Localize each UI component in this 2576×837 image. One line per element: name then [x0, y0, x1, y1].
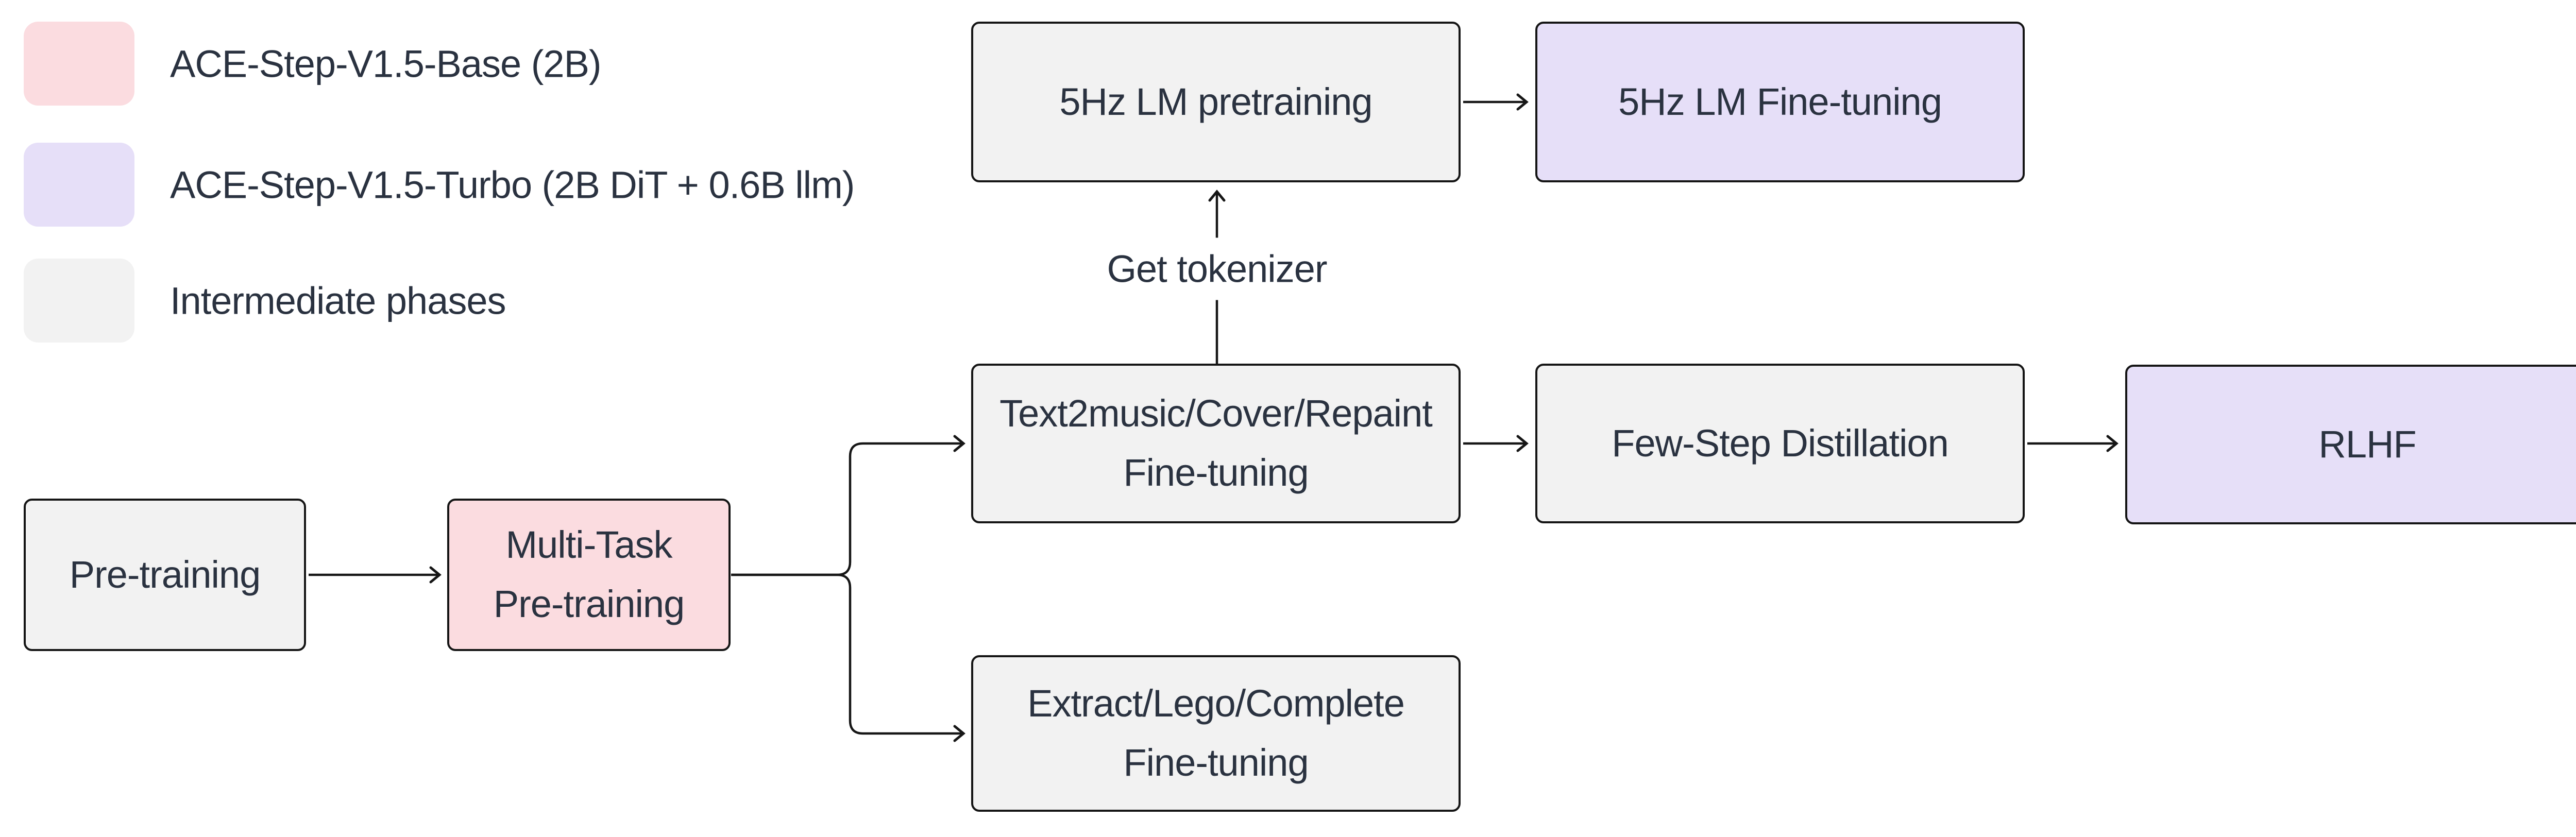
- legend-label-base: ACE-Step-V1.5-Base (2B): [170, 42, 602, 86]
- legend-swatch-intermediate: [24, 259, 134, 343]
- node-extract-lego-complete-fine-tuning: Extract/Lego/Complete Fine-tuning: [971, 655, 1461, 812]
- edge-multi-task-to-extract-lego-complete: [731, 573, 965, 742]
- legend-label-intermediate: Intermediate phases: [170, 279, 506, 322]
- node-5hz-lm-pretraining-label: 5Hz LM pretraining: [1059, 80, 1372, 123]
- legend-swatch-base: [24, 22, 134, 106]
- node-5hz-lm-pretraining: 5Hz LM pretraining: [971, 22, 1461, 182]
- node-few-step-distillation-label: Few-Step Distillation: [1612, 421, 1948, 465]
- legend-label-turbo: ACE-Step-V1.5-Turbo (2B DiT + 0.6B llm): [170, 163, 855, 207]
- node-5hz-lm-fine-tuning: 5Hz LM Fine-tuning: [1535, 22, 2025, 182]
- node-text2music-cover-repaint-fine-tuning: Text2music/Cover/Repaint Fine-tuning: [971, 364, 1461, 523]
- node-few-step-distillation: Few-Step Distillation: [1535, 364, 2025, 523]
- node-5hz-lm-fine-tuning-label: 5Hz LM Fine-tuning: [1618, 80, 1942, 123]
- edge-label-get-tokenizer: Get tokenizer: [1093, 237, 1341, 300]
- node-pre-training: Pre-training: [24, 499, 306, 651]
- node-multi-task-pre-training: Multi-Task Pre-training: [447, 499, 731, 651]
- node-rlhf: RLHF: [2125, 365, 2576, 524]
- node-rlhf-label: RLHF: [2318, 422, 2416, 466]
- node-multi-task-pre-training-label: Multi-Task Pre-training: [493, 523, 685, 625]
- node-text2music-cover-repaint-fine-tuning-label: Text2music/Cover/Repaint Fine-tuning: [999, 392, 1433, 494]
- node-extract-lego-complete-fine-tuning-label: Extract/Lego/Complete Fine-tuning: [1027, 682, 1405, 784]
- node-pre-training-label: Pre-training: [69, 553, 261, 596]
- edge-multi-task-to-text2music: [731, 435, 965, 576]
- legend-swatch-turbo: [24, 143, 134, 227]
